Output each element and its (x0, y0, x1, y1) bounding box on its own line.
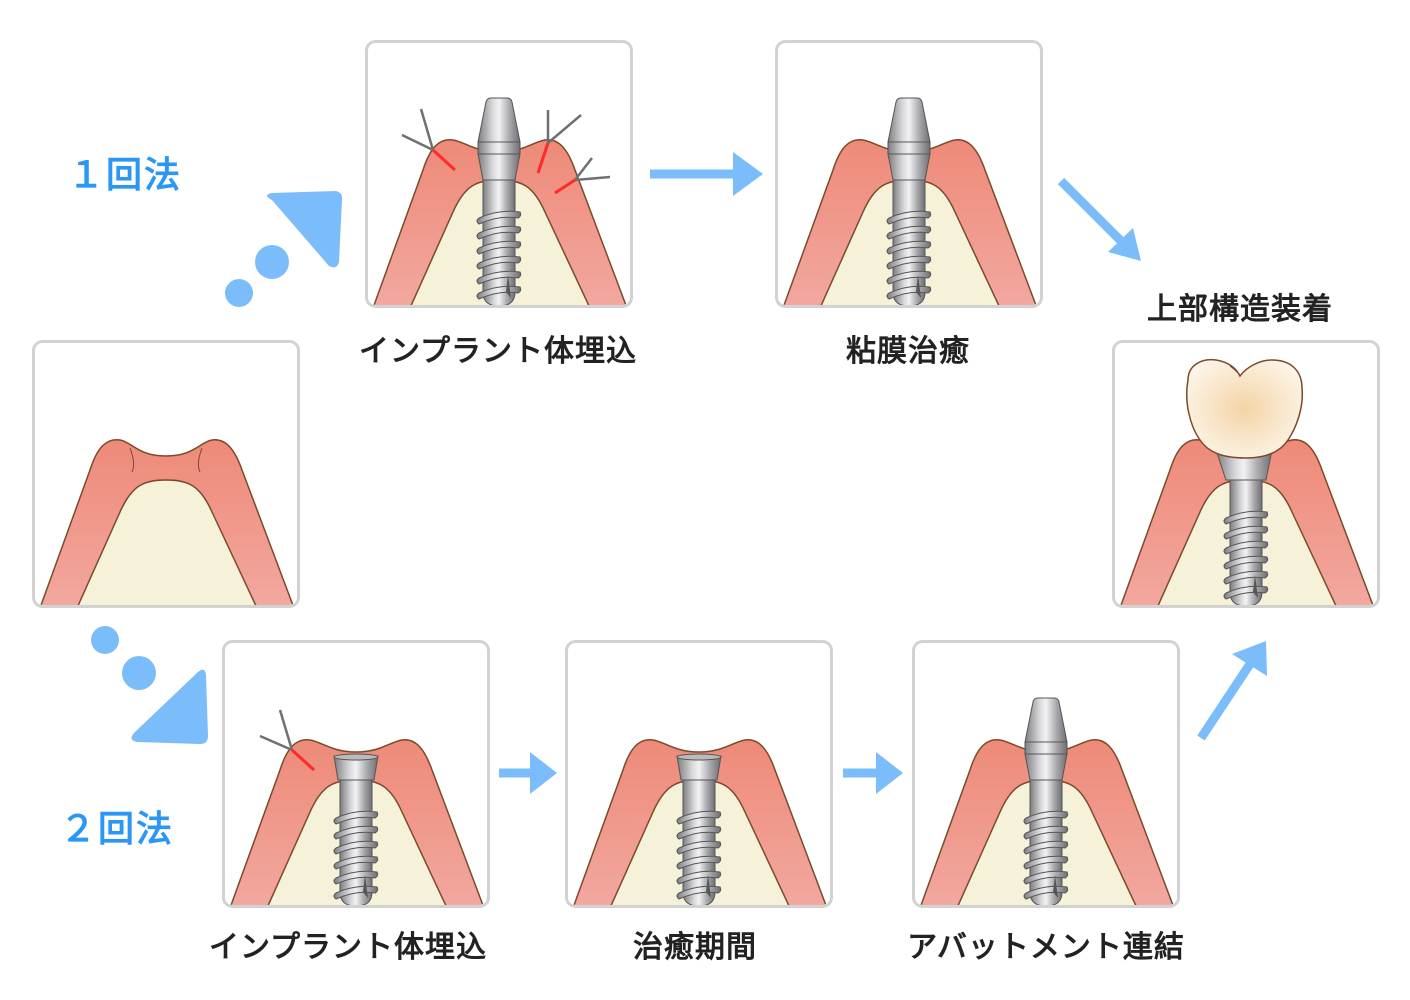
panel-border (365, 40, 633, 308)
arrow-dot (255, 245, 289, 279)
abutment (477, 97, 521, 181)
step-label-abutment-connection: アバットメント連結 (907, 930, 1185, 965)
suture (554, 157, 611, 195)
panel-border (775, 40, 1043, 308)
implant-fixture (886, 179, 932, 305)
arrow-head (267, 191, 343, 268)
arrow-head (131, 669, 208, 744)
step-panel-one-implant (365, 40, 633, 308)
abutment (887, 97, 931, 181)
step-panel-crown (1112, 340, 1380, 608)
suture (259, 709, 316, 772)
panel-border (565, 640, 833, 908)
one-stage-method-label: １回法 (68, 155, 183, 196)
arrow-right (499, 752, 557, 794)
implant-fixture (1223, 479, 1269, 605)
step-label-healing-period: 治癒期間 (633, 930, 757, 965)
two-stage-method-label: ２回法 (60, 809, 175, 850)
panel-border (32, 340, 300, 608)
step-label-mucosa-healing: 粘膜治癒 (846, 334, 970, 369)
fixture-collar (333, 753, 379, 781)
panel-border (1112, 340, 1380, 608)
arrow-up-right (1197, 641, 1267, 741)
arrow-right (650, 152, 763, 196)
step-panel-one-healing (775, 40, 1043, 308)
step-label-superstructure: 上部構造装着 (1147, 292, 1333, 327)
step-label-two-stage-implant: インプラント体埋込 (208, 930, 488, 965)
arrow-down-right (1057, 177, 1141, 261)
step-panel-two-implant (222, 640, 490, 908)
arrow-dot (225, 279, 253, 307)
implant-fixture (476, 179, 522, 305)
panel-border (222, 640, 490, 908)
fixture-collar (676, 753, 722, 781)
crown (1185, 358, 1304, 459)
step-panel-two-healing (565, 640, 833, 908)
bone (75, 479, 259, 605)
arrow-dot (91, 626, 119, 654)
implant-fixture (333, 779, 379, 905)
step-panel-two-abutment (912, 640, 1180, 908)
suture (536, 110, 582, 174)
suture (401, 108, 457, 172)
step-label-one-stage-implant: インプラント体埋込 (358, 334, 638, 369)
step-panel-initial (32, 340, 300, 608)
arrow-dot (122, 656, 156, 690)
abutment (1024, 697, 1068, 781)
implant-fixture (676, 779, 722, 905)
implant-fixture (1023, 779, 1069, 905)
arrow-right (843, 752, 903, 794)
panel-border (912, 640, 1180, 908)
